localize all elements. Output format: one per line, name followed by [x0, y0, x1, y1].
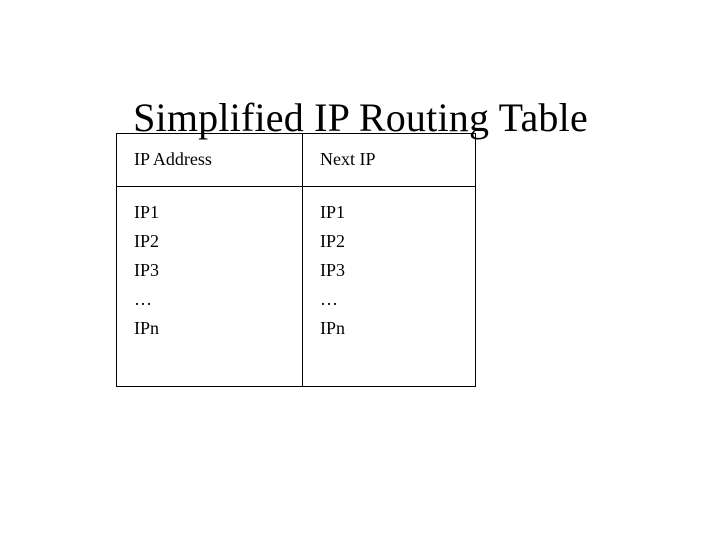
cell-ip-address-list: IP1 IP2 IP3 … IPn	[116, 186, 303, 387]
list-item-ellipsis: …	[134, 289, 153, 309]
ip-address-list: IP1 IP2 IP3 … IPn	[117, 187, 302, 343]
list-item: IP1	[320, 202, 346, 222]
list-item: IP2	[134, 231, 160, 251]
column-header-next-ip-label: Next IP	[320, 149, 376, 169]
cell-next-ip-list: IP1 IP2 IP3 … IPn	[302, 186, 476, 387]
table-header: IP Address Next IP	[116, 133, 476, 187]
page-title: Simplified IP Routing Table	[133, 94, 588, 140]
column-header-ip-address-label: IP Address	[134, 149, 212, 169]
next-ip-list: IP1 IP2 IP3 … IPn	[303, 187, 475, 343]
routing-table: IP Address Next IP IP1 IP2 IP3 … IPn	[116, 133, 476, 387]
list-item: IPn	[320, 318, 346, 338]
column-header-ip-address: IP Address	[116, 133, 303, 187]
table-header-row: IP Address Next IP	[116, 133, 476, 187]
list-item: IPn	[134, 318, 160, 338]
column-header-next-ip: Next IP	[302, 133, 476, 187]
table-row: IP1 IP2 IP3 … IPn IP1 IP2 IP3 … IPn	[116, 186, 476, 387]
list-item-ellipsis: …	[320, 289, 339, 309]
list-item: IP2	[320, 231, 346, 251]
list-item: IP3	[320, 260, 346, 280]
list-item: IP1	[134, 202, 160, 222]
table-body: IP1 IP2 IP3 … IPn IP1 IP2 IP3 … IPn	[116, 186, 476, 387]
list-item: IP3	[134, 260, 160, 280]
